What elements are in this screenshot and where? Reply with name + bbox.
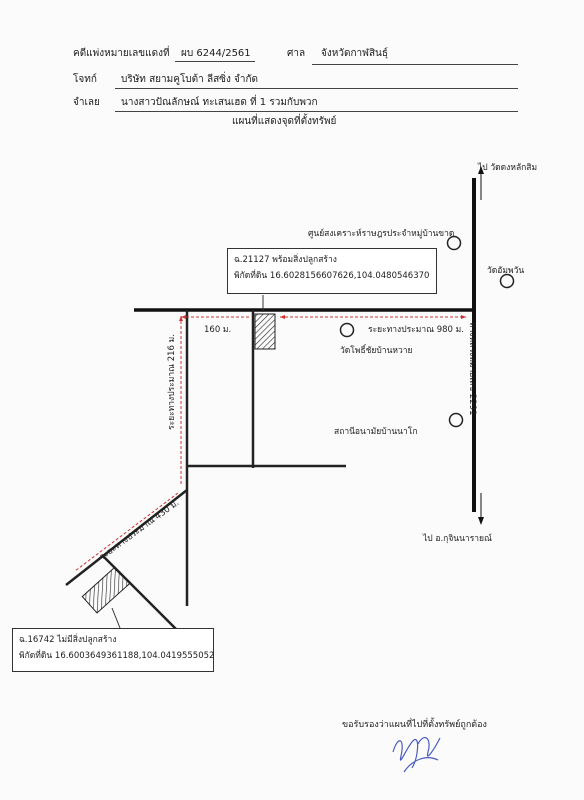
wat-village-label: วัดโพธิ์ชัยบ้านหวาย bbox=[340, 346, 413, 356]
property1-coords: พิกัดที่ดิน 16.6028156607626,104.0480546… bbox=[234, 271, 430, 281]
distance-430-line bbox=[74, 492, 179, 572]
property1-parcel bbox=[254, 313, 276, 350]
center-marker-icon bbox=[446, 235, 462, 251]
health-station-label: สถานีอนามัยบ้านนาโก bbox=[334, 427, 418, 437]
plaintiff-label: โจทก์ bbox=[73, 74, 97, 85]
distance-160-arrow bbox=[181, 315, 186, 319]
north-arrow-head bbox=[478, 166, 484, 174]
wat-village-marker-icon bbox=[339, 322, 355, 338]
distance-160-label: 160 ม. bbox=[204, 325, 232, 335]
property2-parcel bbox=[81, 566, 131, 614]
property2-info-box: ฉ.16742 ไม่มีสิ่งปลูกสร้าง พิกัดที่ดิน 1… bbox=[12, 628, 214, 672]
case-number: ผบ 6244/2561 bbox=[181, 48, 251, 59]
defendant-underline bbox=[115, 111, 518, 112]
highway-label: ทางหลวงหมายเลข 2291 bbox=[467, 322, 477, 416]
property2-coords: พิกัดที่ดิน 16.6003649361188,104.0419555… bbox=[19, 651, 215, 661]
to-south-label: ไป อ.กุจินนารายณ์ bbox=[423, 534, 492, 544]
wat-east-label: วัดอัมพวัน bbox=[487, 266, 525, 276]
health-station-marker-icon bbox=[448, 412, 464, 428]
south-arrow-head bbox=[478, 517, 484, 525]
defendant-name: นางสาวปัณลักษณ์ ทะเสนเฮด ที่ 1 รวมกับพวก bbox=[121, 97, 318, 108]
case-label: คดีแพ่งหมายเลขแดงที่ bbox=[73, 48, 170, 59]
defendant-label: จำเลย bbox=[73, 97, 100, 108]
certification-text: ขอรับรองว่าแผนที่ไปที่ตั้งทรัพย์ถูกต้อง bbox=[342, 720, 487, 730]
distance-216-arrow bbox=[179, 316, 183, 321]
court-name: จังหวัดกาฬสินธุ์ bbox=[321, 48, 388, 59]
property2-deed: ฉ.16742 ไม่มีสิ่งปลูกสร้าง bbox=[19, 635, 117, 645]
court-underline bbox=[312, 64, 518, 65]
plaintiff-name: บริษัท สยามคูโบต้า ลีสซิ่ง จำกัด bbox=[121, 74, 259, 85]
map-title: แผนที่แสดงจุดที่ตั้งทรัพย์ bbox=[232, 116, 337, 127]
case-number-underline bbox=[175, 61, 255, 62]
center-label: ศูนย์สงเคราะห์ราษฎรประจำหมู่บ้านขาด bbox=[308, 229, 455, 239]
property1-info-box: ฉ.21127 พร้อมสิ่งปลูกสร้าง พิกัดที่ดิน 1… bbox=[227, 248, 437, 294]
plaintiff-underline bbox=[115, 88, 518, 89]
property2-leader bbox=[111, 607, 121, 629]
distance-216-label: ระยะทางประมาณ 216 ม. bbox=[167, 334, 177, 430]
distance-980-arrow-right bbox=[461, 315, 466, 319]
property1-deed: ฉ.21127 พร้อมสิ่งปลูกสร้าง bbox=[234, 255, 337, 265]
signature bbox=[392, 736, 441, 773]
wat-east-marker-icon bbox=[499, 273, 515, 289]
distance-980-arrow-left bbox=[280, 315, 285, 319]
to-north-label: ไป วัดดงหลักสิม bbox=[478, 163, 538, 173]
court-label: ศาล bbox=[287, 48, 306, 59]
road-diagonal bbox=[65, 489, 188, 586]
distance-980-label: ระยะทางประมาณ 980 ม. bbox=[368, 325, 464, 335]
